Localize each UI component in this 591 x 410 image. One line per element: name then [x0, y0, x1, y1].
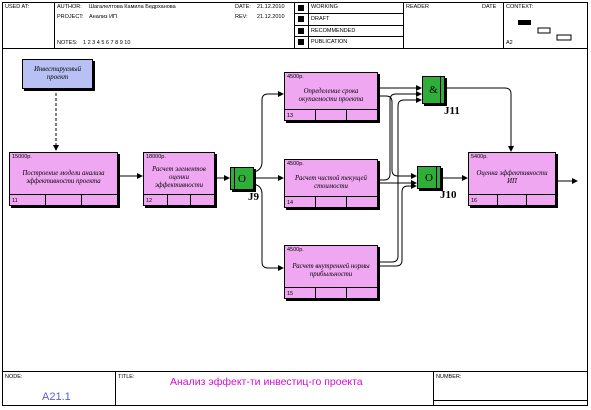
activity-number: 16	[471, 198, 478, 204]
junction-j11[interactable]: &	[422, 76, 445, 104]
rev-value: 21.12.2010	[257, 14, 285, 20]
status-working: WORKING	[311, 4, 338, 10]
activity-number: 14	[287, 200, 294, 206]
title-label: TITLE:	[118, 374, 135, 380]
activity-cost: 4500р.	[287, 161, 304, 167]
reference-box[interactable]: Инвестируемый проект	[22, 59, 93, 89]
notes-value: 1 2 3 4 5 6 7 8 9 10	[83, 40, 131, 46]
activity-title: Определение срока окупаемости проекта	[298, 87, 364, 103]
activity-footer: 16	[469, 194, 555, 205]
node-value: A21.1	[42, 391, 71, 403]
author-value: Шагалелтова Камила Бедрханова	[89, 4, 176, 10]
reader-date-label: DATE	[482, 4, 497, 10]
rev-label: REV:	[235, 14, 248, 20]
activity-box-14[interactable]: 4500р. Расчет чистой текущей стоимости 1…	[284, 159, 378, 208]
activity-footer: 12	[144, 194, 214, 205]
activity-box-13[interactable]: 4500р. Определение срока окупаемости про…	[284, 72, 378, 121]
activity-cost: 4500р.	[287, 247, 304, 253]
activity-footer: 13	[285, 109, 377, 120]
junction-label-j9: J9	[248, 191, 259, 203]
author-label: AUTHOR:	[57, 4, 82, 10]
activity-box-12[interactable]: 18000р. Расчет элементов оценки эффектив…	[143, 152, 215, 206]
activity-title: Построение модели анализа эффективности …	[22, 170, 105, 185]
activity-footer: 15	[285, 287, 377, 298]
activity-cost: 18000р.	[146, 154, 166, 160]
activity-cost: 4500р.	[287, 74, 304, 80]
activity-title: Расчет элементов оценки эффективности	[152, 166, 206, 189]
activity-title: Расчет внутренней нормы прибыльности	[292, 263, 370, 278]
junction-label-j10: J10	[440, 189, 457, 201]
diagram-title: Анализ эффект-ти инвестиц-го проекта	[170, 376, 363, 388]
activity-cost: 5400р.	[471, 154, 488, 160]
junction-j9[interactable]: O	[230, 167, 254, 190]
activity-box-16[interactable]: 5400р. Оценка эффективности ИП 16	[468, 152, 556, 206]
activity-number: 11	[12, 198, 18, 204]
status-recommended: RECOMMENDED	[311, 28, 356, 34]
used-at-label: USED AT:	[5, 4, 30, 10]
junction-symbol: &	[429, 84, 438, 96]
project-value: Анализ ИП	[89, 14, 118, 20]
junction-j10[interactable]: O	[417, 166, 441, 189]
activity-box-15[interactable]: 4500р. Расчет внутренней нормы прибыльно…	[284, 245, 378, 299]
project-label: PROJECT:	[57, 14, 84, 20]
junction-symbol: O	[238, 172, 246, 185]
reference-title: Инвестируемый проект	[34, 66, 81, 81]
activity-title: Оценка эффективности ИП	[476, 170, 548, 185]
date-value: 21.12.2010	[257, 4, 285, 10]
context-node: A2	[506, 40, 513, 46]
activity-number: 12	[146, 198, 153, 204]
activity-title: Расчет чистой текущей стоимости	[295, 174, 367, 190]
activity-footer: 14	[285, 196, 377, 207]
junction-symbol: O	[425, 171, 433, 184]
status-draft: DRAFT	[311, 16, 330, 22]
date-label: DATE:	[235, 4, 251, 10]
node-label: NODE:	[5, 374, 23, 380]
junction-label-j11: J11	[444, 105, 460, 117]
number-label: NUMBER:	[436, 374, 462, 380]
activity-footer: 11	[10, 194, 117, 205]
notes-label: NOTES:	[57, 40, 78, 46]
activity-number: 15	[287, 291, 294, 297]
context-label: CONTEXT:	[506, 4, 534, 10]
activity-box-11[interactable]: 15000р. Построение модели анализа эффект…	[9, 152, 118, 206]
status-publication: PUBLICATION	[311, 39, 348, 45]
reader-label: READER	[406, 4, 429, 10]
activity-cost: 15000р.	[12, 154, 32, 160]
activity-number: 13	[287, 113, 294, 119]
